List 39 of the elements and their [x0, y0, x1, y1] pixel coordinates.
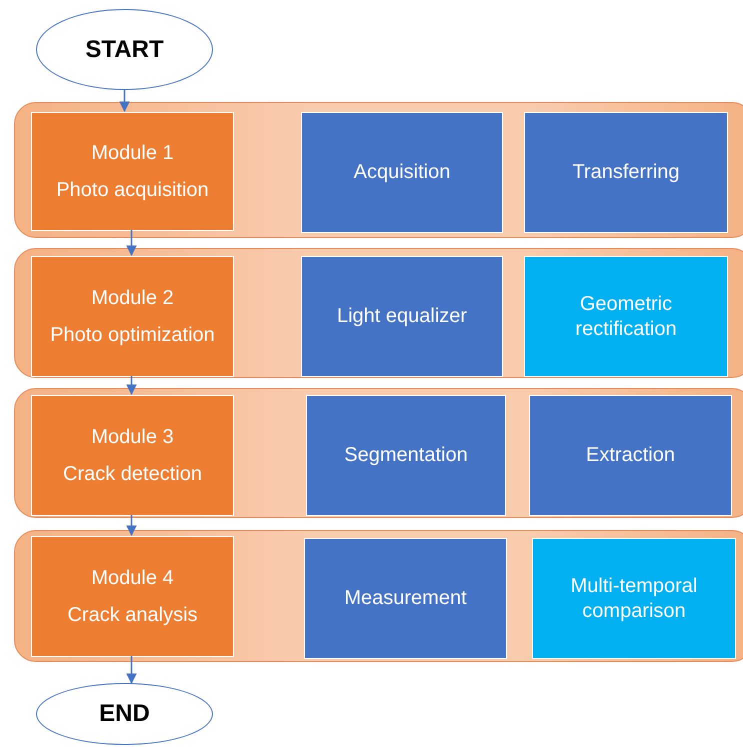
- module-name: Photo optimization: [50, 322, 215, 348]
- process-box: [524, 256, 728, 377]
- module-band: [14, 388, 743, 518]
- module-box: [31, 256, 234, 377]
- process-box: [529, 395, 732, 516]
- process-box: [532, 538, 736, 659]
- node-label: Measurement: [344, 586, 467, 611]
- node-label: Acquisition: [354, 160, 450, 185]
- module-name: Photo acquisition: [56, 178, 209, 202]
- module-title: Module 4: [91, 566, 174, 590]
- node-label: END: [99, 699, 150, 729]
- node-label: Multi-temporal comparison: [570, 574, 698, 624]
- module-name: Crack analysis: [67, 602, 198, 628]
- module-band: [14, 102, 743, 238]
- module-box: [31, 395, 234, 516]
- arrow: [126, 376, 137, 396]
- module-title: Module 3: [91, 424, 174, 450]
- arrow: [119, 90, 130, 112]
- module-box: [31, 536, 234, 657]
- process-box: [301, 112, 503, 233]
- process-box: [301, 256, 503, 377]
- node-label: Light equalizer: [336, 304, 468, 329]
- node-label: Extraction: [586, 443, 675, 468]
- node-label: Geometric rectification: [574, 292, 678, 342]
- arrow: [126, 230, 137, 256]
- module-name: Crack detection: [63, 462, 202, 486]
- node-label: Segmentation: [344, 443, 468, 468]
- module-band: [14, 248, 743, 378]
- process-box: [304, 538, 507, 659]
- module-title: Module 1: [91, 140, 174, 166]
- arrow: [126, 656, 137, 684]
- node-label: Transferring: [572, 160, 680, 185]
- process-box: [524, 112, 728, 233]
- arrow: [126, 515, 137, 536]
- process-box: [306, 395, 506, 516]
- module-band: [14, 530, 743, 662]
- node-label: START: [85, 34, 164, 64]
- module-title: Module 2: [91, 286, 174, 310]
- module-box: [31, 112, 234, 231]
